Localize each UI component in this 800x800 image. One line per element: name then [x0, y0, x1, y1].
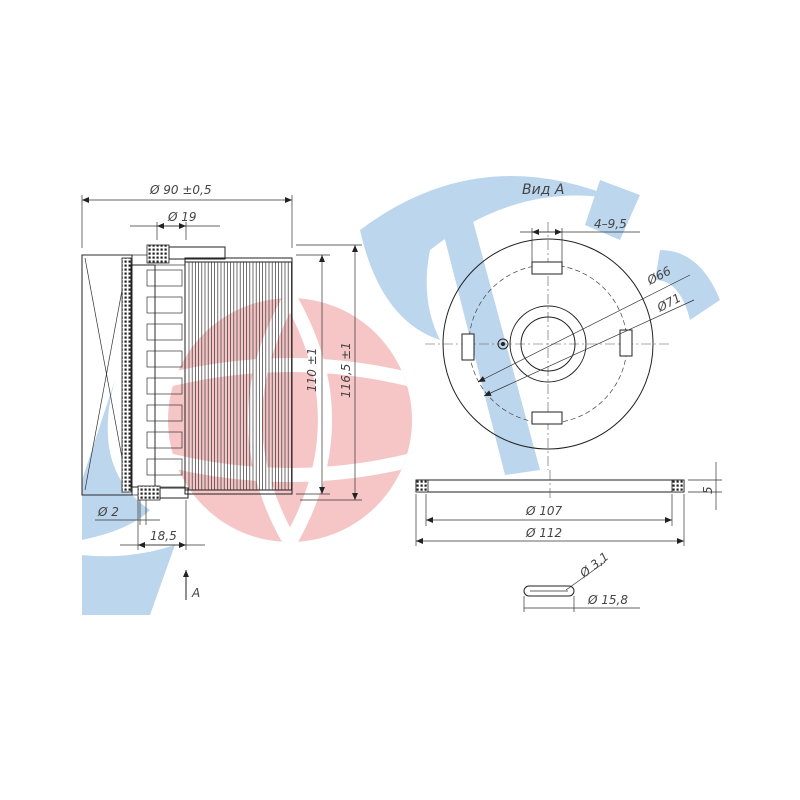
pleat-lines	[188, 262, 292, 490]
outer-circle	[442, 238, 654, 450]
gasket-ring-side: 5 Ø 107 Ø 112	[415, 462, 722, 546]
dim-height-outer: 116,5 ±1	[339, 342, 353, 398]
view-label: Вид А	[522, 182, 564, 198]
dim-seal-thickness: Ø 2	[97, 505, 119, 519]
inner-frame	[130, 264, 156, 488]
dim-d107: Ø 107	[525, 504, 563, 518]
slots	[461, 261, 633, 425]
dim-outer-diameter: Ø 90 ±0,5	[149, 183, 211, 197]
dim-d112: Ø 112	[525, 526, 562, 540]
dim-height-inner: 110 ±1	[305, 348, 319, 392]
dim-hole-diameter: Ø 19	[167, 210, 197, 224]
filter-section-view	[81, 244, 293, 501]
o-ring-detail: Ø 3,1 Ø 15,8	[523, 549, 640, 612]
bottom-gasket	[137, 485, 161, 501]
dim-thickness: 5	[701, 486, 715, 494]
top-gasket	[146, 244, 170, 264]
pleated-media	[184, 257, 293, 495]
end-view-a: Вид А 4–9,5 Ø66 Ø71	[425, 182, 695, 470]
dim-d15-8: Ø 15,8	[587, 593, 628, 607]
pin-hole	[497, 338, 509, 350]
watermark-red-globe	[168, 298, 412, 542]
left-view-dimensions: Ø 90 ±0,5 Ø 19 110 ±1 116,5 ±1 Ø 2 18,5 …	[81, 183, 362, 600]
inner-circle-outer	[509, 305, 587, 383]
watermark-logo	[82, 176, 720, 615]
inner-circle	[520, 316, 576, 372]
dim-slots: 4–9,5	[594, 217, 627, 231]
hatched-wall	[121, 257, 132, 493]
dim-flange-width: 18,5	[150, 529, 177, 543]
view-arrow-label: А	[191, 586, 200, 600]
inner-ribs	[146, 269, 183, 476]
dim-d3-1: Ø 3,1	[576, 549, 611, 581]
